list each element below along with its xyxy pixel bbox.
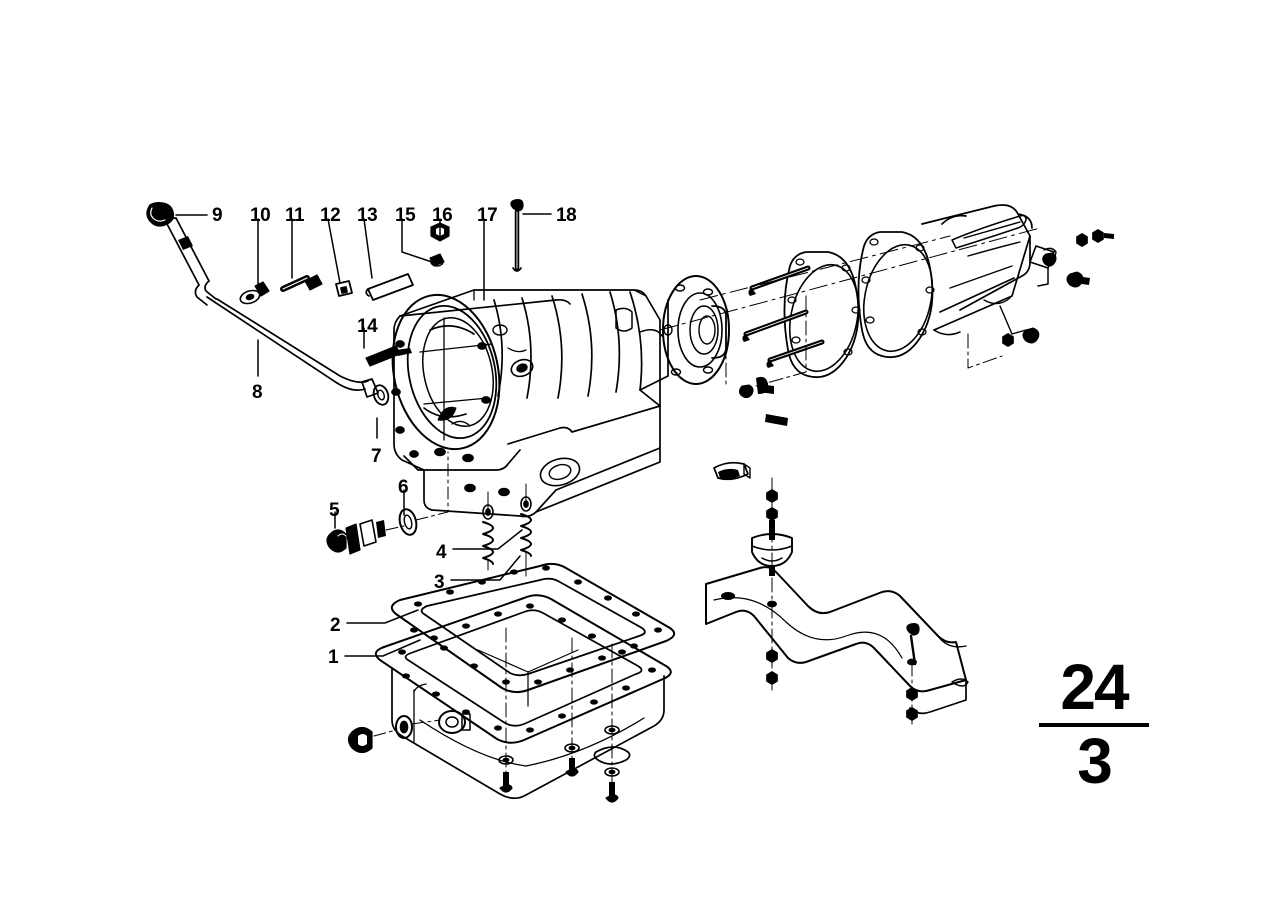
callout-7: 7 — [371, 446, 382, 467]
callout-10: 10 — [250, 205, 271, 226]
leader-line-13 — [363, 218, 373, 279]
pan-bolts — [498, 627, 631, 803]
callout-13: 13 — [357, 205, 378, 226]
leader-line-12 — [327, 218, 341, 284]
oil-temperature-switch — [326, 519, 386, 555]
drain-plug-group — [347, 715, 441, 754]
callout-1: 1 — [328, 647, 339, 668]
callout-6: 6 — [398, 477, 409, 498]
filter-spring-group — [482, 483, 532, 577]
callout-8: 8 — [252, 382, 263, 403]
callout-5: 5 — [329, 500, 340, 521]
page-marker: 24 3 — [1034, 655, 1154, 793]
oil-pan — [374, 594, 672, 800]
flange-hardware — [725, 229, 1114, 426]
leader-line-4 — [452, 529, 523, 550]
housing-bolts — [659, 227, 1041, 368]
extension-housing-assembly — [783, 204, 1057, 379]
callout-18: 18 — [556, 205, 577, 226]
leader-line-3 — [450, 555, 521, 581]
output-flange — [662, 275, 730, 385]
callout-4: 4 — [436, 542, 447, 563]
callout-3: 3 — [434, 572, 445, 593]
callout-14: 14 — [357, 316, 378, 337]
oil-pan-gasket — [390, 562, 676, 694]
callout-2: 2 — [330, 615, 341, 636]
crossmember-assembly — [705, 461, 969, 725]
page-marker-rule — [1039, 723, 1149, 727]
callout-17: 17 — [477, 205, 498, 226]
group-number: 24 — [1060, 651, 1129, 723]
callout-15: 15 — [395, 205, 416, 226]
leader-line-15 — [401, 218, 433, 263]
callout-12: 12 — [320, 205, 341, 226]
callout-11: 11 — [285, 205, 305, 226]
page-number: 3 — [1077, 725, 1113, 797]
transmission-case — [391, 289, 669, 518]
sealing-ring — [398, 508, 418, 536]
dipstick-assembly — [146, 202, 390, 406]
callout-9: 9 — [212, 205, 223, 226]
callout-16: 16 — [432, 205, 453, 226]
leader-line-2 — [346, 609, 419, 624]
leader-line-1 — [344, 639, 421, 657]
